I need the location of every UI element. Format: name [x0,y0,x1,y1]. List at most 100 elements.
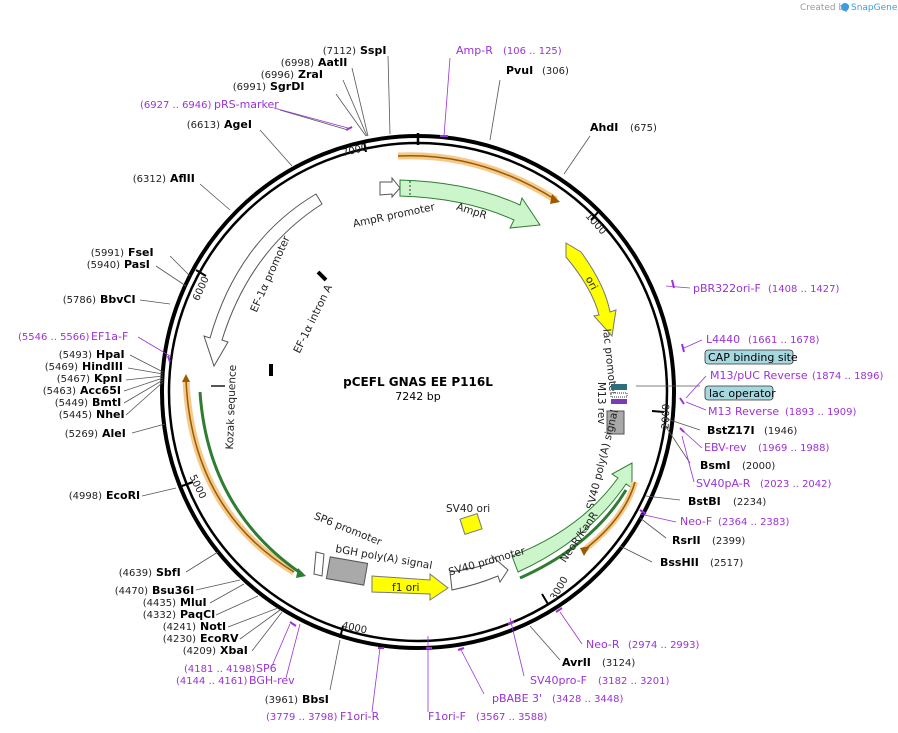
kpni-name: KpnI [94,372,122,385]
aatii-name: AatII [318,56,347,69]
primer-ampr-name: Amp-R [456,44,493,57]
primer-ef1af-name: EF1a-F [91,330,128,343]
sv40-polya-box[interactable] [606,410,625,435]
ampr-arrow[interactable] [399,179,541,229]
primer-bghrev-range: (4144 .. 4161) [176,676,248,687]
primer-sv40prof-name: SV40pro-F [530,674,587,687]
bsu36i-pos: (4470) [115,586,148,597]
primer-m13puc-name: M13/pUC Reverse [710,369,808,382]
bbvci-pos: (5786) [63,295,96,306]
fsei-pos: (5991) [91,248,124,259]
ecorv-name: EcoRV [200,632,239,645]
pvui-name: PvuI [506,64,533,77]
hpai-name: HpaI [96,348,125,361]
pasi-name: PasI [124,258,150,271]
f1-ori-label: f1 ori [392,582,419,594]
bsmi-name: BsmI [700,459,731,472]
ori-arrow[interactable] [565,242,617,338]
primer-f1orir-name: F1ori-R [340,710,380,723]
primer-ampr-range: (106 .. 125) [503,46,562,57]
hindiii-pos: (5469) [45,362,78,373]
bsshii-pos: (2517) [710,558,743,569]
bgh-polya-box[interactable] [325,556,369,586]
ecori-name: EcoRI [106,489,140,502]
neor-green-primer-arc [519,489,628,580]
cap-binding-box [704,349,794,365]
bsshii-name: BssHII [660,556,699,569]
primer-prs-name: pRS-marker [214,98,279,111]
primer-pbr322-range: (1408 .. 1427) [768,284,840,295]
paqci-name: PaqCI [180,608,215,621]
sv40-ori-label: SV40 ori [446,503,490,515]
tick-marks [181,133,665,639]
bstz17i-pos: (1946) [764,426,797,437]
ef1a-orange-arrowhead [182,374,190,382]
acc65i-pos: (5463) [43,386,76,397]
ef1a-orange-arc-line [185,379,295,573]
ecorv-pos: (4230) [163,634,196,645]
primer-l4440-name: L4440 [706,333,740,346]
primer-prs-range: (6927 .. 6946) [140,100,212,111]
rsrii-pos: (2399) [712,536,745,547]
enzyme-labels-right: PvuI (306) AhdI (675) BstZ17I (1946) Bsm… [506,64,797,669]
sspi-name: SspI [360,44,386,57]
ampr-orange-arrowhead [550,194,560,204]
kpni-pos: (5467) [57,374,90,385]
aflii-name: AflII [170,172,195,185]
ecori-pos: (4998) [69,491,102,502]
ef1a-intron-label: EF-1α intron A [291,282,335,355]
sv40-promoter-arrow[interactable] [449,554,509,591]
primer-sp6-name: SP6 [256,662,277,675]
nhei-name: NheI [96,408,125,421]
xbai-name: XbaI [220,644,248,657]
primer-ebvrev-name: EBV-rev [704,441,747,454]
primer-pbabe-name: pBABE 3' [492,692,542,705]
primer-f1orir-range: (3779 .. 3798) [266,712,338,723]
primer-labels: Amp-R (106 .. 125) (6927 .. 6946) pRS-ma… [18,44,884,723]
hindiii-name: HindIII [82,360,123,373]
rsrii-name: RsrII [672,534,701,547]
sgrdi-name: SgrDI [270,80,304,93]
neo-orange-arc-line [583,481,636,551]
credit-brand: SnapGene [851,3,898,13]
sbfi-pos: (4639) [119,568,152,579]
bbsi-name: BbsI [302,693,329,706]
ampr-promoter-arrow[interactable] [379,176,401,199]
m13-rev-label: M13 rev [595,382,607,425]
cap-site-mark [611,384,627,390]
bmti-pos: (5449) [55,398,88,409]
primer-f1orif-range: (3567 .. 3588) [476,712,548,723]
bstz17i-name: BstZ17I [707,424,755,437]
hpai-pos: (5493) [59,350,92,361]
paqci-pos: (4332) [143,610,176,621]
bbsi-pos: (3961) [265,695,298,706]
primer-sv40par-name: SV40pA-R [696,477,751,490]
zrai-name: ZraI [298,68,323,81]
agei-pos: (6613) [187,120,220,131]
bstbi-name: BstBI [688,495,721,508]
neo-orange-arrowhead [580,546,590,556]
avrii-name: AvrII [562,656,591,669]
lac-operator-label: lac operator [709,387,776,400]
lac-operator-mark [611,399,627,404]
lac-operator-box [704,385,774,401]
acc65i-name: Acc65I [80,384,121,397]
avrii-pos: (3124) [602,658,635,669]
primer-leader-lines [137,57,707,713]
tick-label-4000: 4000 [341,620,368,636]
neor-arrow[interactable] [511,462,633,573]
credit-prefix: Created by [800,3,850,13]
bsu36i-name: Bsu36I [152,584,194,597]
sp6-promoter-arrow[interactable] [313,551,325,577]
ef1a-promoter-arrow[interactable] [203,193,323,368]
pasi-pos: (5940) [87,260,120,271]
sspi-pos: (7112) [323,46,356,57]
sp6-promoter-label: SP6 promoter [312,510,384,548]
ef1a-green-arrowhead [296,568,306,578]
sv40-ori-box[interactable] [459,512,483,536]
primer-pbr322-name: pBR322ori-F [693,282,761,295]
ahdi-pos: (675) [630,123,657,134]
mlui-name: MluI [180,596,207,609]
f1-ori-arrow[interactable] [371,572,449,601]
